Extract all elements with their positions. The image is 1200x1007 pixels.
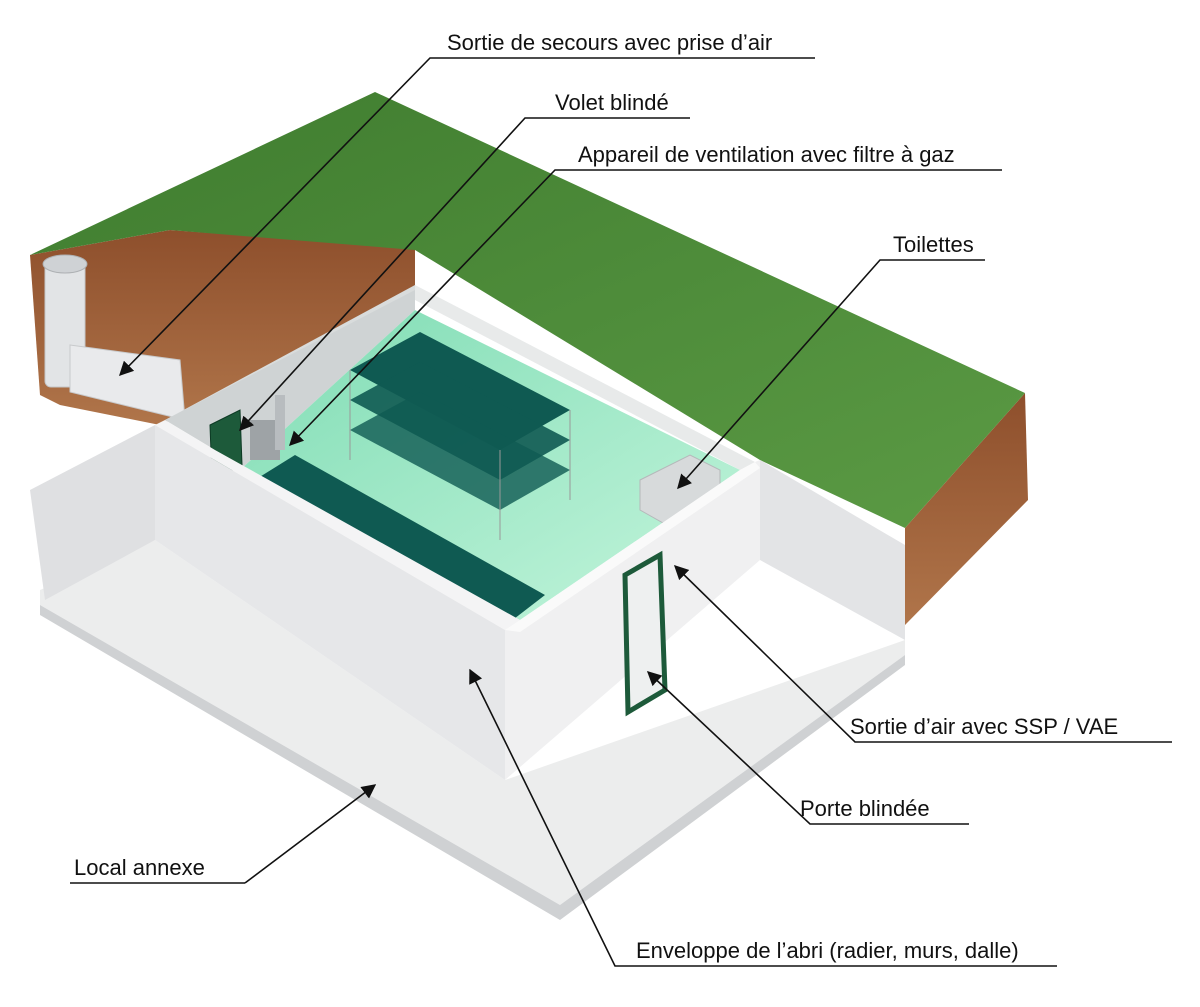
bunk-beds-front [258, 455, 545, 622]
label-air-outlet: Sortie d’air avec SSP / VAE [850, 714, 1119, 739]
leader-lines [70, 57, 1172, 967]
annex-slab-edge [40, 605, 905, 920]
label-shelter-envelope: Enveloppe de l’abri (radier, murs, dalle… [636, 938, 1019, 963]
armored-door [622, 550, 668, 717]
label-emergency-exit: Sortie de secours avec prise d’air [447, 30, 773, 55]
grass-surface [30, 92, 1025, 528]
bunk-beds-back [349, 332, 571, 540]
annex-floor [40, 540, 905, 905]
shelter-front-wall [155, 425, 505, 780]
label-armored-door: Porte blindée [800, 796, 930, 821]
annex-right-wall [760, 460, 905, 640]
label-annex-room: Local annexe [74, 855, 205, 880]
soil-right-face [905, 393, 1028, 625]
pipe-opening [42, 254, 88, 274]
label-toilets: Toilettes [893, 232, 974, 257]
label-armored-shutter: Volet blindé [555, 90, 669, 115]
shelter-back-wall-right [415, 285, 755, 470]
ventilation-unit [250, 395, 285, 460]
annex-left-wall [30, 425, 155, 600]
label-ventilation: Appareil de ventilation avec filtre à ga… [578, 142, 955, 167]
shelter-wall-top [505, 462, 760, 632]
shelter-left-wall [155, 420, 520, 630]
